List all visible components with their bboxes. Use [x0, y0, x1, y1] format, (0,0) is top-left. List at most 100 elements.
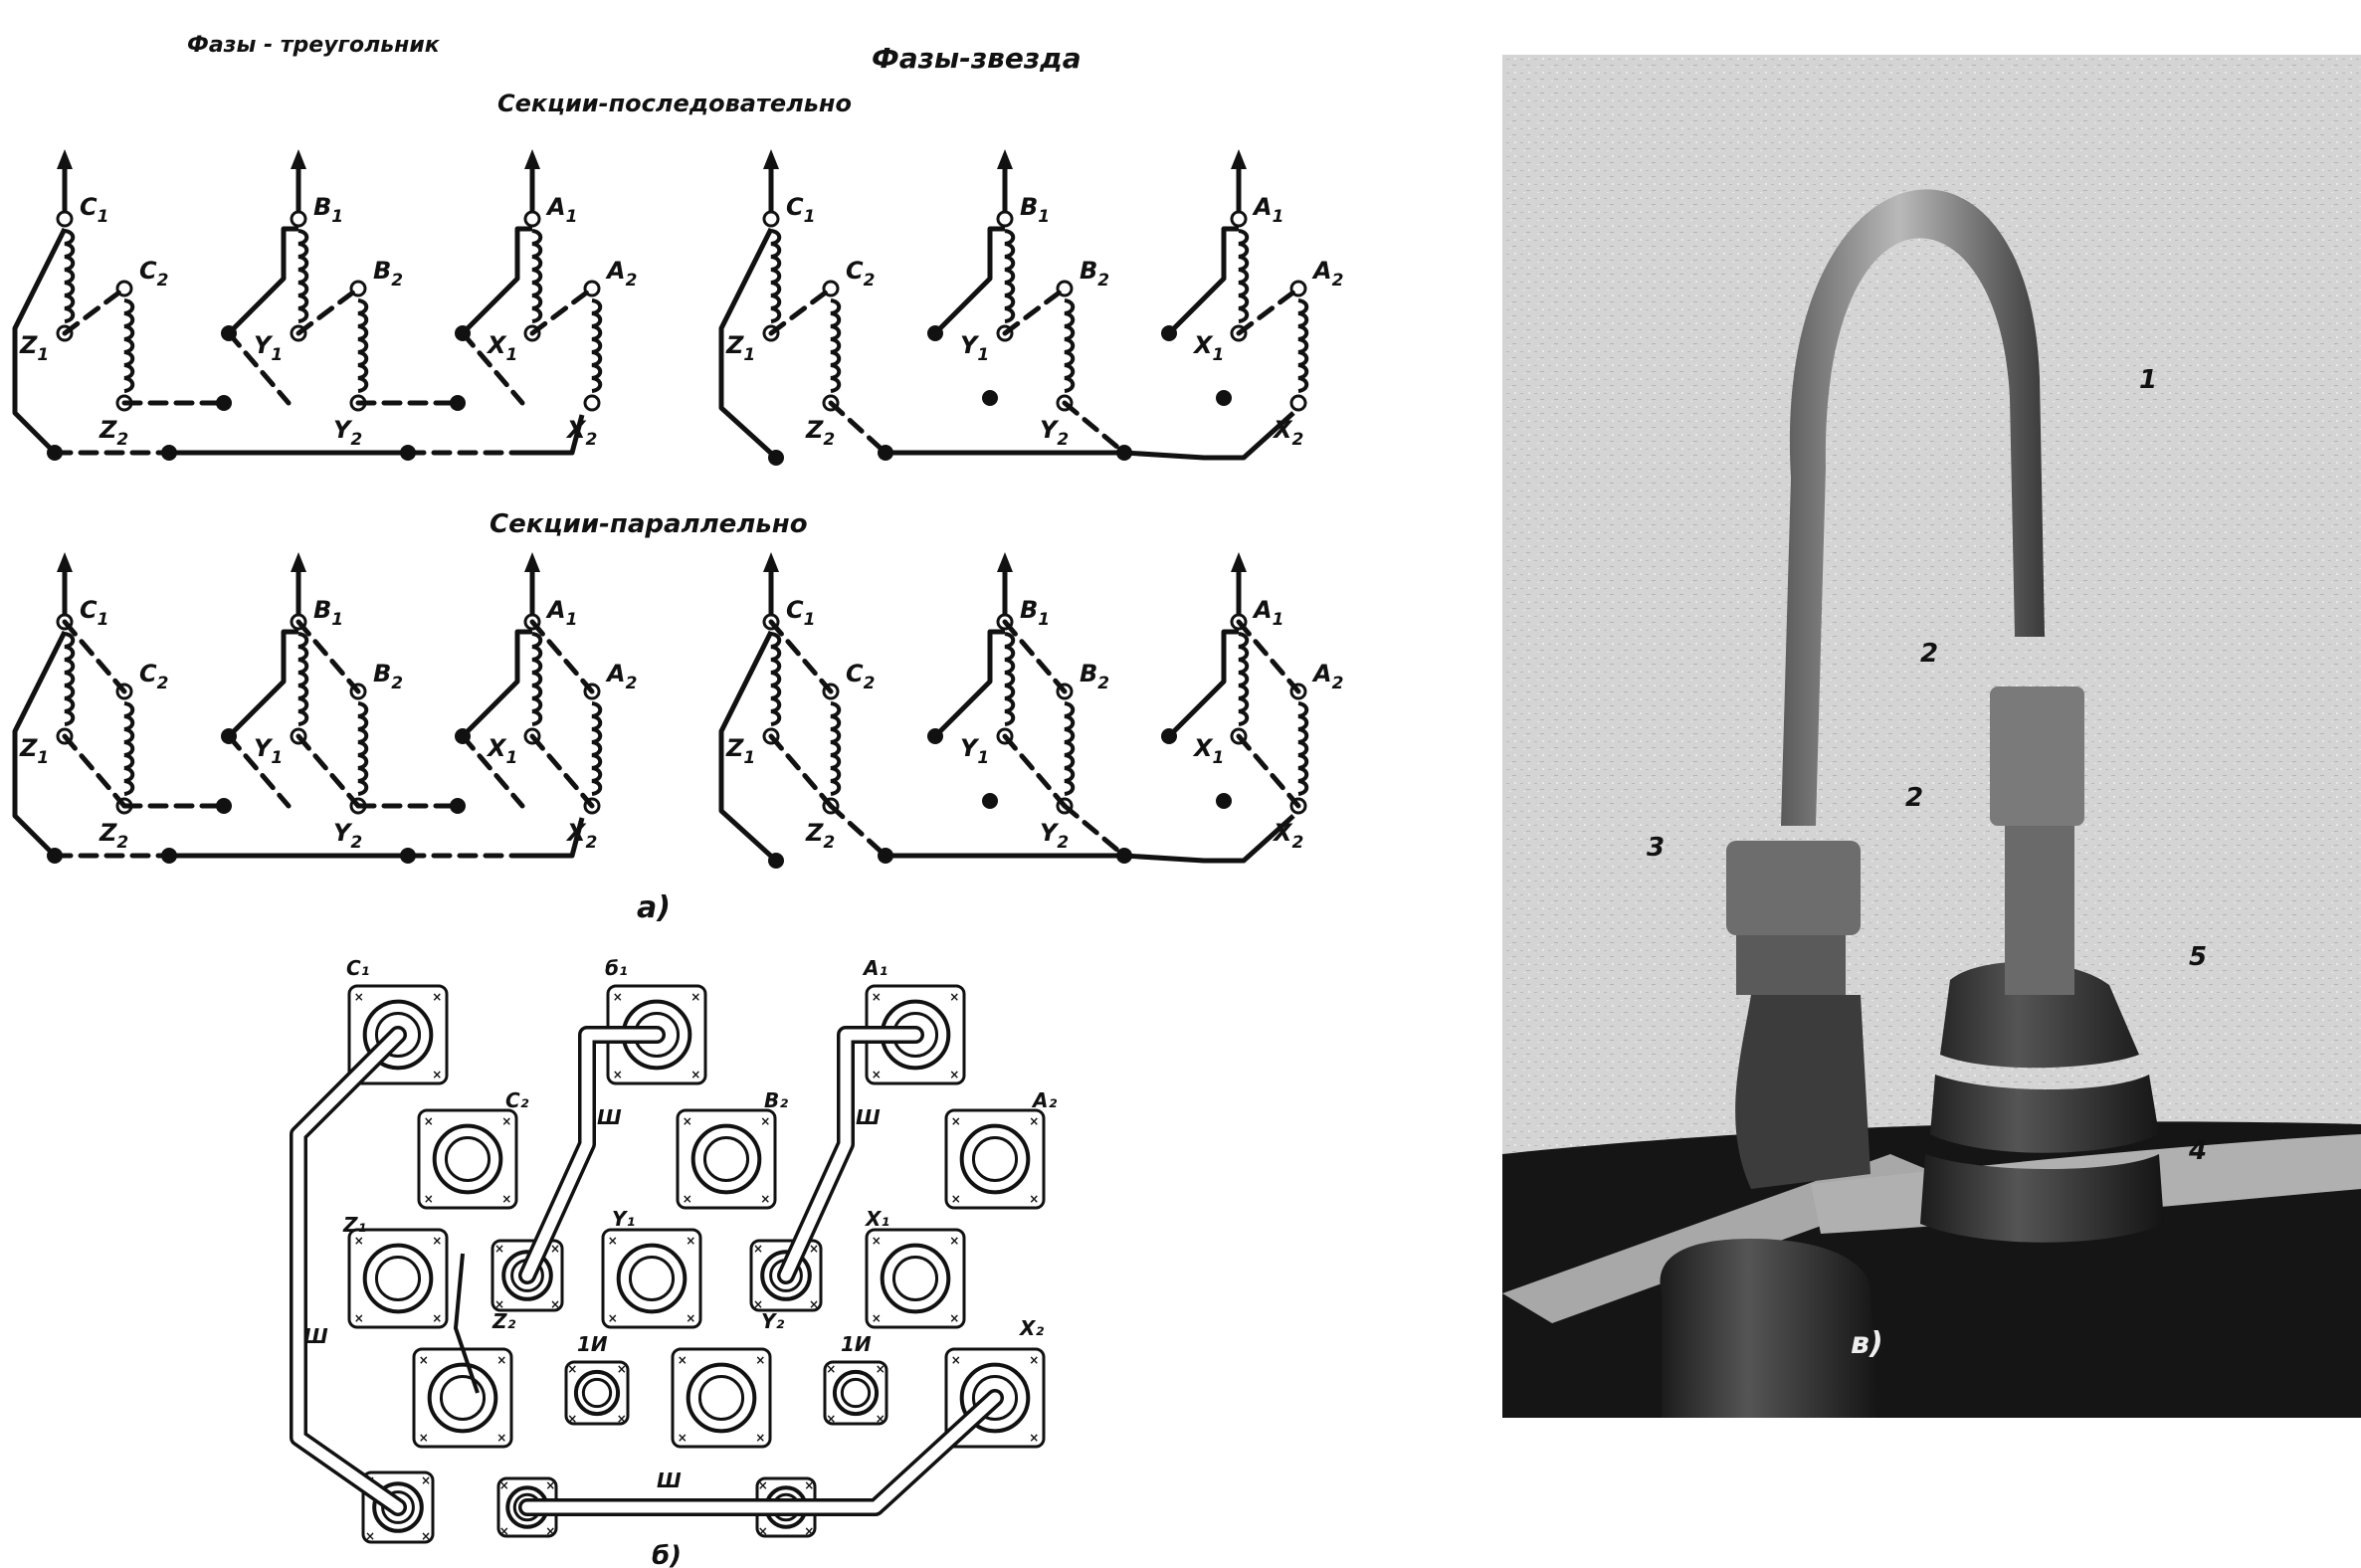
terminal-subscript: 2 — [157, 674, 169, 693]
bolt-mark: × — [432, 1068, 442, 1081]
terminal-label: Y2 — [333, 819, 362, 853]
section-link — [768, 286, 834, 336]
terminal-label: B2 — [373, 660, 403, 693]
winding-coil — [770, 632, 782, 726]
terminal-label: Z2 — [98, 819, 128, 853]
winding-coil — [1004, 632, 1016, 726]
bolt-mark: × — [683, 1192, 692, 1206]
board-label-mid: X₂ — [1018, 1316, 1044, 1340]
terminal-open — [1289, 394, 1307, 412]
terminal-subscript: 2 — [116, 430, 128, 450]
bolt-mark: × — [872, 1234, 882, 1248]
terminal-subscript: 2 — [864, 271, 876, 291]
section-link — [1002, 286, 1068, 336]
flexible-cable — [1781, 189, 2045, 826]
terminal-label: Z1 — [725, 331, 755, 365]
callout-2-lower: 2 — [1905, 783, 1923, 813]
board-label-upper: B₂ — [764, 1088, 788, 1112]
terminal-subscript: 1 — [1213, 345, 1225, 365]
terminal-label: C2 — [846, 257, 875, 291]
terminal-label: A1 — [1252, 596, 1283, 630]
star-link — [1062, 400, 1127, 456]
bushing-inner-ring — [840, 1377, 872, 1409]
bushing-inner-ring — [444, 1135, 492, 1183]
bolt-mark: × — [613, 990, 623, 1004]
terminal-joint — [982, 793, 998, 809]
lead-arrow-head — [57, 149, 73, 169]
bushing: ×××× — [671, 1347, 772, 1449]
board-label-top: A₁ — [862, 956, 887, 980]
insulator-front — [1660, 1239, 1880, 1418]
bolt-mark: × — [690, 1068, 700, 1081]
terminal-subscript: 2 — [626, 674, 638, 693]
bolt-mark: × — [608, 1234, 618, 1248]
bolt-mark: × — [496, 1353, 506, 1367]
section-link — [295, 733, 361, 809]
board-label-mid: Y₂ — [761, 1309, 784, 1333]
bolt-mark: × — [686, 1311, 695, 1325]
terminal-label: A1 — [545, 193, 577, 227]
bolt-mark: × — [424, 1114, 434, 1128]
bushing-inner-ring — [891, 1255, 939, 1302]
return-wire — [12, 227, 68, 455]
winding-coil — [297, 229, 309, 323]
bolt-mark: × — [804, 1478, 814, 1492]
terminal-label: X1 — [1192, 734, 1224, 768]
bolt-mark: × — [1029, 1431, 1039, 1445]
bolt-mark: × — [872, 1311, 882, 1325]
bolt-mark: × — [760, 1192, 770, 1206]
figure-label-v: в) — [1851, 1326, 1883, 1361]
terminal-subscript: 1 — [1213, 748, 1225, 768]
terminal-joint — [927, 325, 943, 341]
terminal-subscript: 1 — [37, 748, 49, 768]
terminal-label: X1 — [1192, 331, 1224, 365]
terminal-board: ××××××××××××××××××××××××××××××××××××××××… — [290, 956, 1057, 1544]
terminal-subscript: 2 — [586, 430, 598, 450]
lead-arrow-head — [57, 552, 73, 572]
terminal-subscript: 2 — [1057, 430, 1069, 450]
lead-arrow-head — [763, 149, 779, 169]
delta-cross-wire — [461, 629, 532, 738]
board-label-mid: Z₁ — [342, 1213, 366, 1237]
section-link — [62, 733, 127, 809]
terminal-subscript: 1 — [98, 610, 109, 630]
bolt-mark: × — [501, 1192, 511, 1206]
bolt-mark: × — [617, 1412, 627, 1426]
winding-coil — [1238, 229, 1250, 323]
winding-coil — [1064, 701, 1076, 796]
star-link — [828, 803, 888, 859]
delta-cross-wire — [227, 629, 298, 738]
section-link — [529, 286, 595, 336]
neutral-wire — [718, 227, 778, 460]
star-neutral-bar — [885, 814, 1295, 864]
bus-bar — [527, 414, 585, 456]
terminal-subscript: 1 — [1038, 610, 1050, 630]
terminal-subscript: 1 — [331, 207, 343, 227]
section-link — [62, 286, 127, 336]
terminal-subscript: 1 — [1273, 610, 1284, 630]
terminal-label: C1 — [80, 596, 108, 630]
terminal-joint — [1116, 848, 1132, 864]
star-link — [828, 400, 888, 456]
bolt-mark: × — [949, 1311, 959, 1325]
winding-coil — [591, 298, 603, 393]
bushing: ×××× — [676, 1108, 777, 1210]
terminal-subscript: 2 — [1097, 674, 1109, 693]
bolt-mark: × — [354, 1311, 364, 1325]
bolt-mark: × — [496, 1431, 506, 1445]
terminal-subscript: 2 — [864, 674, 876, 693]
jumper-wire — [453, 1253, 480, 1394]
heading-star: Фазы-звезда — [872, 42, 1082, 75]
bolt-mark: × — [550, 1297, 560, 1311]
bolt-mark: × — [872, 990, 882, 1004]
winding-coil — [123, 298, 135, 393]
terminal-label: B2 — [1080, 257, 1109, 291]
terminal-subscript: 2 — [350, 430, 362, 450]
terminal-label: Y2 — [333, 416, 362, 450]
terminal-label: B1 — [313, 596, 343, 630]
bolt-mark: × — [949, 990, 959, 1004]
